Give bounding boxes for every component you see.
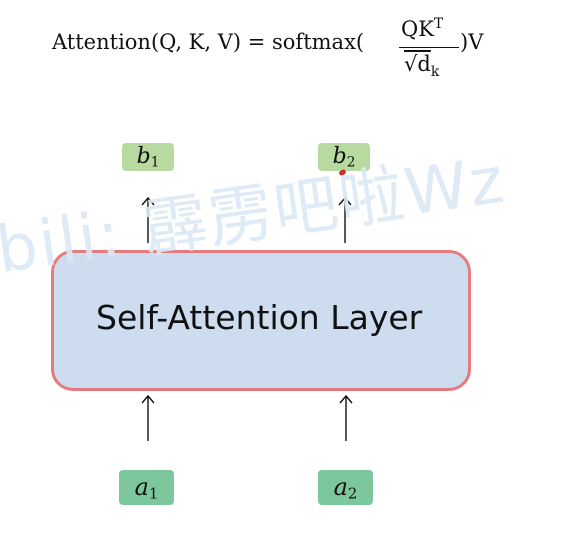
formula-fraction-bar (399, 47, 459, 49)
arrow-up-from-a2 (339, 394, 353, 441)
output-node-b2: b2 (318, 143, 370, 171)
formula-numerator-sup: T (433, 16, 444, 32)
self-attention-layer-box: Self-Attention Layer (51, 250, 471, 391)
formula-denominator-sub: k (430, 64, 440, 81)
input-node-a2: a2 (318, 470, 373, 505)
arrow-up-to-b2 (338, 196, 352, 243)
formula-tail: )V (460, 30, 484, 54)
attention-formula: Attention(Q, K, V) = softmax( QKT √dk )V (52, 6, 522, 82)
formula-denominator: √dk (404, 52, 440, 81)
arrow-up-from-a1 (141, 394, 155, 441)
input-node-a1: a1 (119, 470, 174, 505)
formula-lhs: Attention(Q, K, V) = softmax( (52, 30, 365, 54)
layer-label: Self-Attention Layer (96, 298, 423, 337)
arrow-up-to-b1 (141, 196, 155, 243)
output-node-b1: b1 (122, 143, 174, 171)
formula-numerator: QKT (401, 16, 444, 41)
